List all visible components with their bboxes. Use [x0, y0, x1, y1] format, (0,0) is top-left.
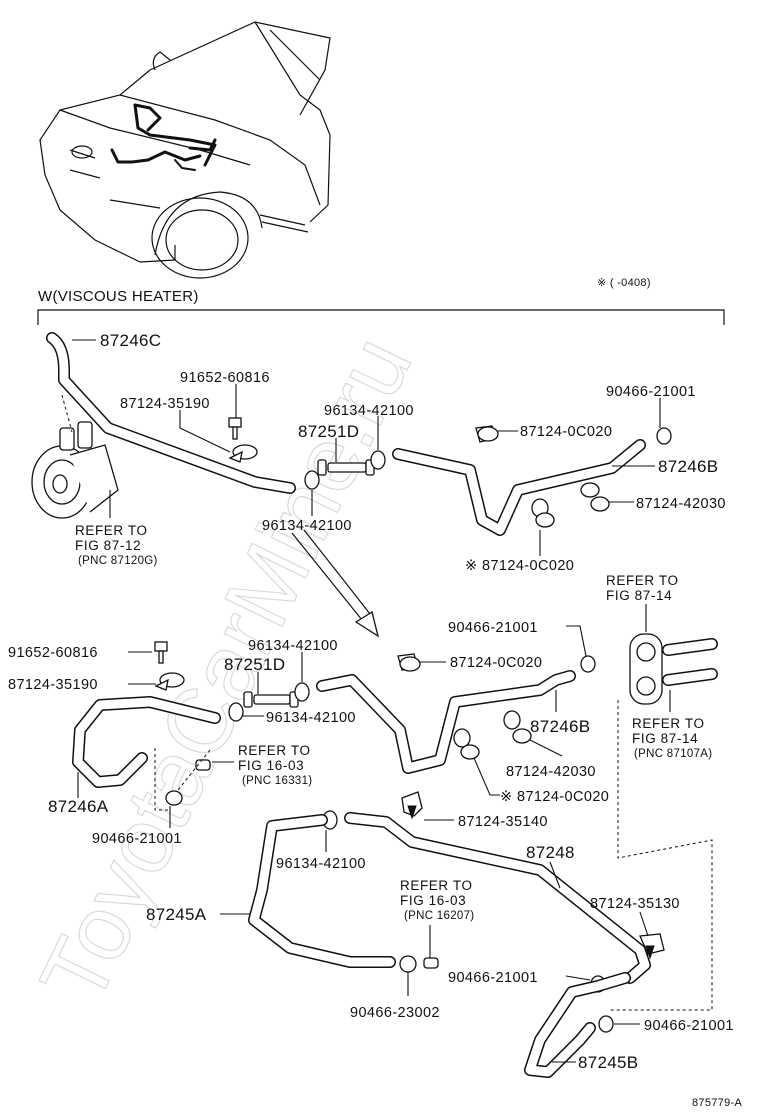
refer-8714-bottom-l2: FIG 87-14 [632, 731, 698, 746]
clamp-0c020-bottom-upper [397, 653, 421, 672]
label-87245a: 87245A [146, 905, 207, 924]
vehicle-sketch [39, 21, 331, 279]
clamp-35190-bottom [154, 672, 185, 691]
label-87245b: 87245B [578, 1053, 638, 1072]
top-group: REFER TO FIG 87-12 (PNC 87120G) 87246C 9… [31, 331, 726, 574]
heater-connector [629, 633, 718, 705]
refer-pump-l3: (PNC 87120G) [78, 555, 158, 567]
clip-90466-low [598, 1015, 614, 1033]
date-note: ※ ( -0408) [597, 277, 651, 289]
refer-16207-l3: (PNC 16207) [404, 910, 474, 922]
refer-16331-l2: FIG 16-03 [238, 758, 304, 773]
bolt-top [228, 417, 242, 440]
clamp-35140 [401, 791, 423, 820]
hose-87246b-top [392, 439, 646, 536]
nipple-16331 [195, 759, 211, 771]
figure-code: 875779-A [692, 1097, 742, 1109]
clamp-35190-top [228, 444, 258, 463]
label-42030-top: 87124-42030 [636, 496, 726, 512]
hose-87246a [72, 696, 221, 788]
clamp-96134-bottom-right [228, 702, 244, 722]
label-0c020-bottom-lower: ※ 87124-0C020 [500, 789, 609, 805]
clamp-96134-top-lower [304, 470, 320, 490]
label-96134-bottom: 96134-42100 [276, 856, 366, 872]
label-90466-low: 90466-21001 [644, 1018, 734, 1034]
label-23002: 90466-23002 [350, 1005, 440, 1021]
refer-8714-bottom-l1: REFER TO [632, 716, 705, 731]
refer-pump-l1: REFER TO [75, 523, 148, 538]
refer-16331-l1: REFER TO [238, 743, 311, 758]
refer-16331-l3: (PNC 16331) [242, 775, 312, 787]
clamp-96134-bottom-upper [294, 682, 310, 702]
pipe-87251d-top [317, 459, 375, 476]
label-90466-top: 90466-21001 [606, 384, 696, 400]
label-87248: 87248 [526, 843, 575, 862]
label-90466-mid: 90466-21001 [448, 970, 538, 986]
hose-87246b-bottom [316, 670, 576, 774]
label-bolt-bottom: 91652-60816 [8, 645, 98, 661]
water-pump [31, 421, 119, 519]
label-35190-top: 87124-35190 [120, 396, 210, 412]
label-0c020-bottom-upper: 87124-0C020 [450, 655, 542, 671]
label-0c020-top-upper: 87124-0C020 [520, 424, 612, 440]
refer-16207-l1: REFER TO [400, 878, 473, 893]
clip-90466-top [656, 427, 672, 445]
refer-pump-l2: FIG 87-12 [75, 538, 141, 553]
clamp-0c020-bottom-lower [453, 728, 480, 760]
bottom-group: 91652-60816 87124-35190 87246A 96134-421… [8, 573, 734, 1078]
clip-90466-bottom-top [580, 655, 596, 673]
label-96134-top-lower: 96134-42100 [262, 518, 352, 534]
label-96134-bottom-right: 96134-42100 [266, 710, 356, 726]
section-bracket [37, 309, 725, 325]
label-87246b-top: 87246B [658, 457, 718, 476]
label-90466-left: 90466-21001 [92, 831, 182, 847]
hose-87246c [46, 332, 296, 494]
bolt-bottom [154, 641, 168, 664]
refer-8714-top-l2: FIG 87-14 [606, 588, 672, 603]
label-96134-bottom-upper: 96134-42100 [248, 638, 338, 654]
label-42030-bottom: 87124-42030 [506, 764, 596, 780]
hose-87245b [524, 972, 631, 1078]
flow-arrow [291, 529, 380, 638]
label-96134-top-upper: 96134-42100 [324, 403, 414, 419]
label-87251d-top: 87251D [298, 422, 359, 441]
label-87246b-bottom: 87246B [530, 717, 590, 736]
clamp-96134-top-upper [370, 450, 386, 470]
label-0c020-top-lower: ※ 87124-0C020 [465, 558, 574, 574]
label-35190-bottom: 87124-35190 [8, 677, 98, 693]
section-title: W(VISCOUS HEATER) [38, 288, 199, 305]
label-87246a: 87246A [48, 797, 109, 816]
nipple-16207 [423, 957, 439, 969]
clip-90466-left [165, 790, 183, 806]
refer-8714-top-l1: REFER TO [606, 573, 679, 588]
hose-87245a [248, 814, 396, 968]
clamp-0c020-top-upper [475, 425, 499, 443]
refer-16207-l2: FIG 16-03 [400, 893, 466, 908]
hose-87248 [344, 812, 651, 984]
clamp-42030-top [580, 482, 610, 512]
label-87251d-bottom: 87251D [224, 655, 285, 674]
label-bolt-top: 91652-60816 [180, 370, 270, 386]
label-87246c: 87246C [100, 331, 161, 350]
clamp-35130 [639, 933, 665, 960]
label-90466-bottom-top: 90466-21001 [448, 620, 538, 636]
label-35140: 87124-35140 [458, 814, 548, 830]
refer-8714-bottom-l3: (PNC 87107A) [634, 748, 712, 760]
clamp-42030-bottom [503, 710, 532, 744]
label-35130: 87124-35130 [590, 896, 680, 912]
clamp-0c020-top-lower [531, 498, 555, 528]
clip-23002 [399, 955, 417, 973]
